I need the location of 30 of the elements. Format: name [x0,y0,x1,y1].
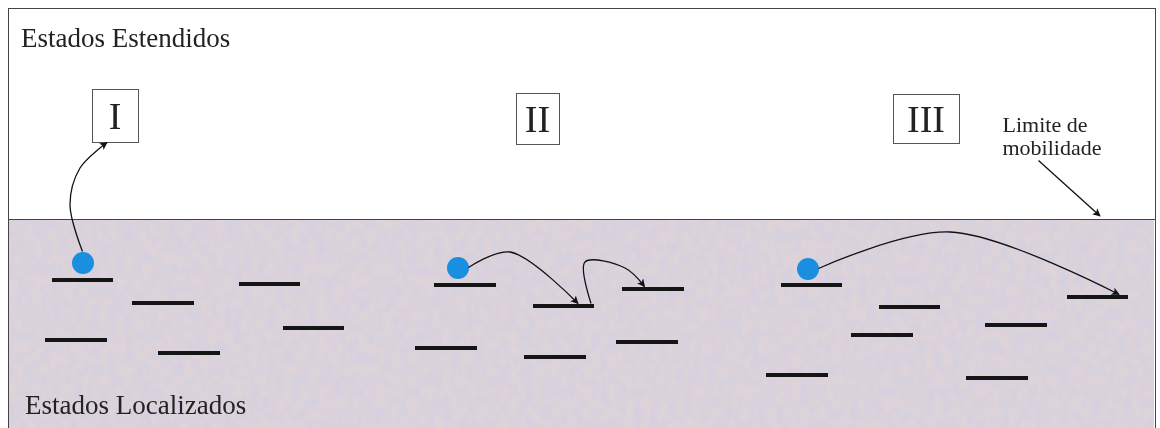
energy-level-bar [1066,294,1128,299]
energy-level-bar [965,375,1028,380]
energy-level-bar [621,286,684,291]
roman-numeral-label: I [91,88,139,143]
hop-arrow [817,231,1120,296]
band-heading: Estados Localizados [25,390,247,421]
energy-level-bar [44,337,107,342]
energy-level-bar [984,322,1047,327]
hop-arrow [69,141,108,253]
roman-numeral-label: III [892,93,960,144]
energy-level-bar [532,303,594,308]
energy-level-bar [780,282,842,287]
hop-arrow [582,259,646,305]
energy-level-bar [615,339,678,344]
energy-level-bar [282,325,344,330]
leader-arrow [1037,159,1101,217]
energy-level-bar [238,281,300,286]
energy-level-bar [157,350,220,355]
roman-numeral-label: II [515,92,560,145]
energy-level-bar [433,282,496,287]
energy-level-bar [414,345,477,350]
energy-level-bar [51,277,113,282]
energy-level-bar [878,304,940,309]
annotation-text: Limite de mobilidade [1002,112,1115,161]
energy-level-bar [850,332,913,337]
band-heading: Estados Estendidos [21,23,231,54]
energy-level-bar [765,372,828,377]
energy-level-bar [131,300,194,305]
hop-arrow [467,251,579,305]
energy-level-bar [523,354,586,359]
